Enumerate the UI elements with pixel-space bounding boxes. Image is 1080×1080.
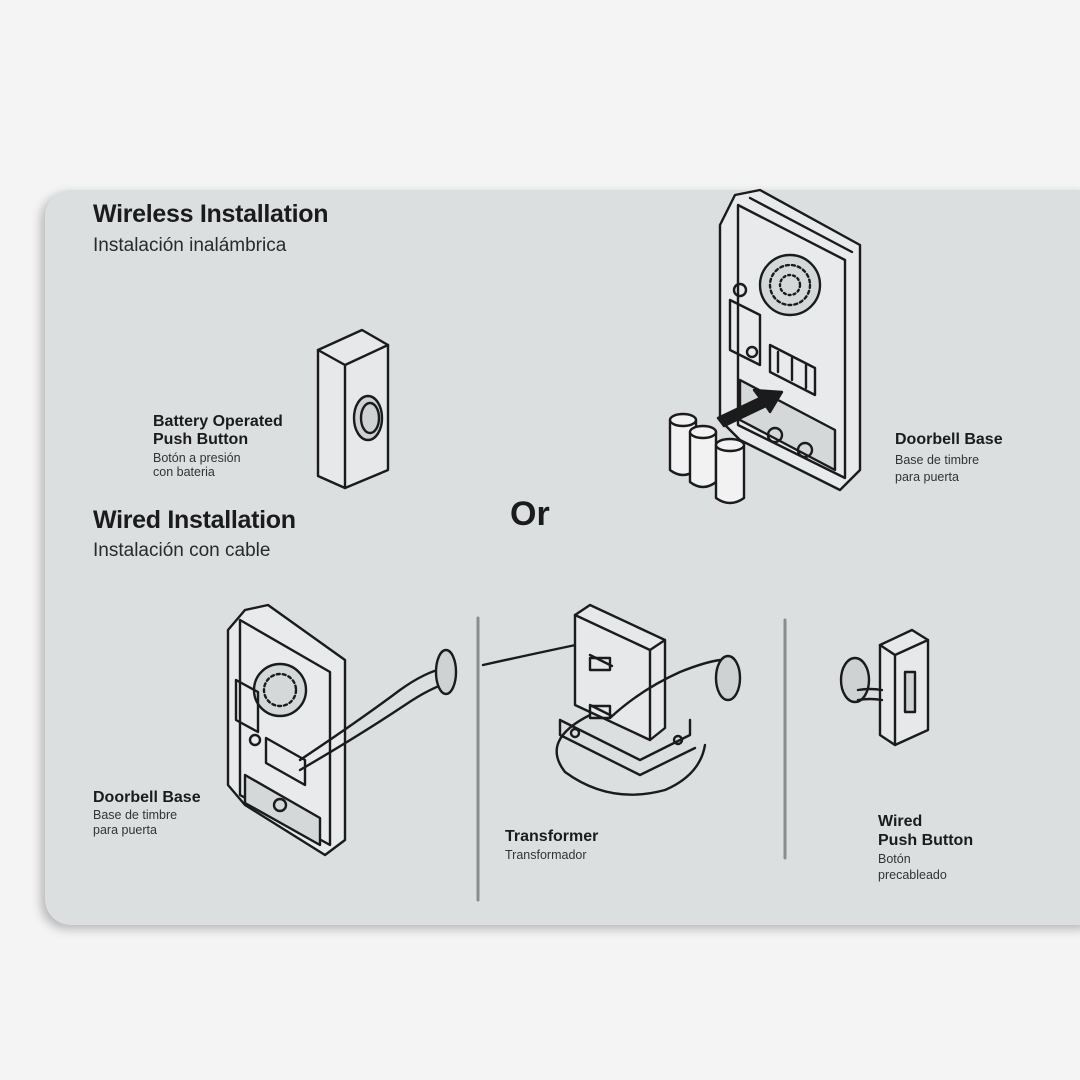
battery-push-button-label-line1: Battery Operated	[153, 413, 283, 430]
battery-push-button-label-line2: Push Button	[153, 431, 249, 448]
or-label: Or	[510, 495, 550, 533]
wired-base-label: Doorbell Base	[93, 789, 201, 806]
wireless-base-sub-line1: Base de timbre	[895, 453, 980, 467]
wired-base-sub-line2: para puerta	[93, 823, 157, 837]
wired-push-button-label-line1: Wired	[878, 813, 923, 830]
wired-push-button-label-line2: Push Button	[878, 832, 974, 849]
wired-push-button-illustration	[839, 628, 930, 747]
wired-subtitle: Instalación con cable	[93, 540, 271, 561]
instruction-card	[45, 190, 1080, 925]
wireless-subtitle: Instalación inalámbrica	[93, 235, 287, 256]
wired-push-button-sub-line2: precableado	[878, 868, 947, 882]
battery-push-button-illustration	[316, 328, 390, 490]
wired-doorbell-base-illustration	[226, 603, 458, 857]
transformer-label: Transformer	[505, 828, 599, 845]
wireless-title: Wireless Installation	[93, 200, 329, 228]
wired-title: Wired Installation	[93, 506, 296, 534]
transformer-illustration	[481, 603, 742, 796]
battery-push-button-sub-line2: con bateria	[153, 465, 215, 479]
wireless-doorbell-base-illustration	[668, 188, 862, 505]
wireless-base-sub-line2: para puerta	[895, 470, 959, 484]
wired-base-sub-line1: Base de timbre	[93, 808, 178, 822]
battery-push-button-sub-line1: Botón a presión	[153, 451, 241, 465]
transformer-sub: Transformador	[505, 848, 587, 862]
wired-push-button-sub-line1: Botón	[878, 852, 911, 866]
wireless-base-label: Doorbell Base	[895, 431, 1003, 448]
